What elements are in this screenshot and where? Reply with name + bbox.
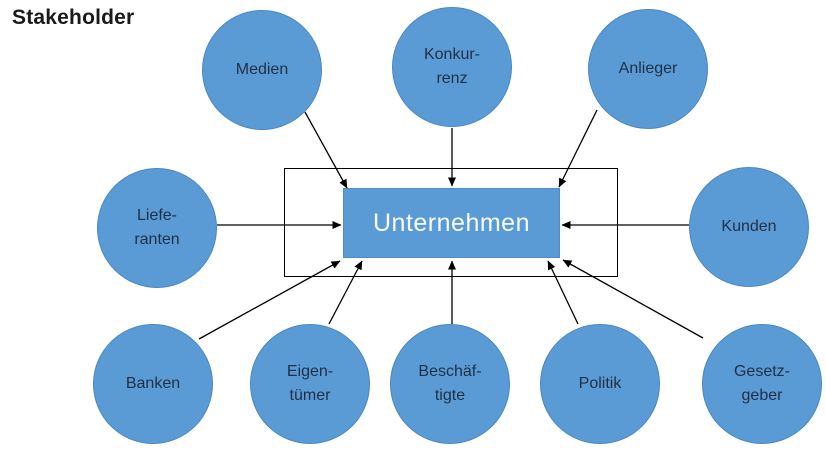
stakeholder-circle-banken: Banken	[93, 324, 213, 444]
stakeholder-label-eigentuemer: Eigen- tümer	[286, 363, 334, 404]
stakeholder-label-politik: Politik	[578, 375, 622, 392]
stakeholder-circle-beschaeftigte: Beschäf- tigte	[390, 324, 510, 444]
stakeholder-circle-eigentuemer: Eigen- tümer	[250, 324, 370, 444]
stakeholder-circle-kunden: Kunden	[689, 167, 809, 287]
diagram-title: Stakeholder	[12, 6, 135, 29]
stakeholder-label-gesetzgeber: Gesetz- geber	[733, 363, 790, 404]
company-outer-frame	[284, 168, 618, 277]
stakeholder-label-kunden: Kunden	[721, 218, 777, 235]
stakeholder-label-konkurrenz: Konkur- renz	[423, 46, 481, 87]
stakeholder-circle-anlieger: Anlieger	[588, 9, 708, 129]
stakeholder-circle-konkurrenz: Konkur- renz	[392, 7, 512, 127]
stakeholder-label-medien: Medien	[235, 61, 289, 78]
stakeholder-label-anlieger: Anlieger	[618, 60, 678, 77]
stakeholder-circle-medien: Medien	[202, 10, 322, 130]
stakeholder-circle-lieferanten: Liefe- ranten	[97, 168, 217, 288]
stakeholder-circle-politik: Politik	[540, 324, 660, 444]
stakeholder-label-lieferanten: Liefe- ranten	[134, 207, 180, 248]
stakeholder-circle-gesetzgeber: Gesetz- geber	[702, 324, 822, 444]
stakeholder-label-banken: Banken	[125, 375, 181, 392]
stakeholder-label-beschaeftigte: Beschäf- tigte	[418, 363, 482, 404]
company-box: Unternehmen	[343, 188, 560, 258]
company-label: Unternehmen	[373, 208, 530, 237]
